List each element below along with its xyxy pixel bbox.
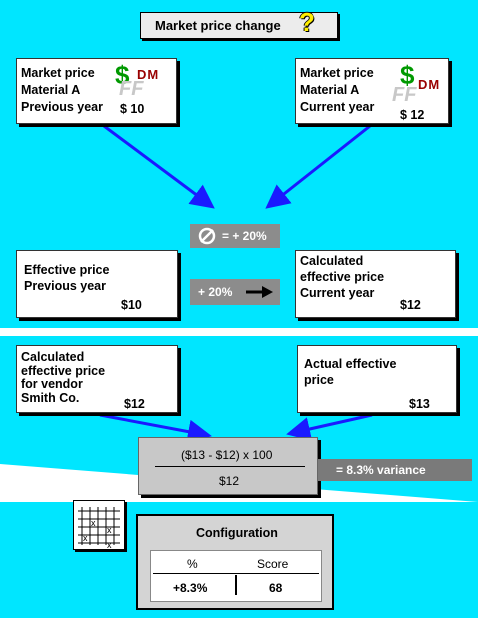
right-arrow-icon bbox=[246, 286, 273, 298]
dm-icon: DM bbox=[418, 77, 441, 92]
value-score: 68 bbox=[269, 581, 283, 595]
grid-icon: xx xx bbox=[78, 507, 120, 550]
formula-fraction-line bbox=[155, 466, 305, 467]
vendor-value: $12 bbox=[124, 397, 145, 411]
effective-prev-text: Effective price Previous year bbox=[24, 263, 110, 293]
configuration-panel: Configuration % Score +8.3% 68 bbox=[136, 514, 334, 610]
effective-price-previous-card: Effective price Previous year $10 bbox=[16, 250, 178, 318]
dollar-icon: $ bbox=[400, 60, 415, 90]
prev-line3: Previous year bbox=[21, 100, 103, 114]
average-change-box: = + 20% bbox=[190, 224, 280, 248]
configuration-table: % Score +8.3% 68 bbox=[150, 550, 322, 602]
formula-box: ($13 - $12) x 100 $12 bbox=[138, 437, 318, 495]
dm-icon: DM bbox=[137, 67, 160, 82]
prev-price: $ 10 bbox=[120, 102, 145, 116]
arrow-prev-to-change bbox=[103, 124, 215, 209]
question-mark-icon: ? bbox=[299, 7, 315, 37]
configuration-title: Configuration bbox=[196, 526, 278, 540]
prev-line2: Material A bbox=[21, 83, 81, 97]
average-diameter-icon bbox=[198, 227, 216, 245]
svg-text:x: x bbox=[91, 518, 96, 528]
value-percent: +8.3% bbox=[173, 581, 208, 595]
market-price-current-card: Market price Material A Current year $ D… bbox=[295, 58, 449, 124]
arrow-vendor-to-formula bbox=[99, 413, 212, 444]
curr-line3: Current year bbox=[300, 100, 375, 114]
variance-value: = 8.3% variance bbox=[336, 463, 426, 477]
dollar-icon: $ bbox=[115, 60, 130, 90]
header-percent: % bbox=[187, 557, 198, 571]
actual-text: Actual effective price bbox=[304, 357, 397, 387]
variance-box: = 8.3% variance bbox=[318, 459, 472, 481]
ff-icon: FF bbox=[392, 84, 417, 106]
arrow-actual-to-formula bbox=[286, 413, 373, 441]
column-divider bbox=[235, 575, 237, 595]
actual-value: $13 bbox=[409, 397, 430, 411]
actual-price-card: Actual effective price $13 bbox=[297, 345, 457, 413]
svg-text:x: x bbox=[107, 525, 112, 535]
calculated-curr-text: Calculated effective price Current year bbox=[300, 254, 385, 300]
svg-text:x: x bbox=[83, 533, 88, 543]
market-price-previous-card: Market price Material A Previous year $ … bbox=[16, 58, 177, 124]
calculated-curr-value: $12 bbox=[400, 298, 421, 312]
formula-numerator: ($13 - $12) x 100 bbox=[181, 448, 273, 462]
formula-denominator: $12 bbox=[219, 474, 240, 488]
prev-line1: Market price bbox=[21, 66, 95, 80]
header-score: Score bbox=[257, 557, 289, 571]
change-arrow-box: + 20% bbox=[190, 279, 280, 305]
curr-line1: Market price bbox=[300, 66, 374, 80]
header-divider bbox=[153, 573, 319, 574]
curr-line2: Material A bbox=[300, 83, 360, 97]
vendor-text: Calculated effective price for vendor Sm… bbox=[21, 350, 106, 405]
effective-prev-value: $10 bbox=[121, 298, 142, 312]
calculated-price-current-card: Calculated effective price Current year … bbox=[295, 250, 456, 318]
curr-price: $ 12 bbox=[400, 108, 425, 122]
page-title: Market price change bbox=[155, 18, 281, 33]
ff-icon: FF bbox=[119, 78, 144, 100]
vendor-price-card: Calculated effective price for vendor Sm… bbox=[16, 345, 178, 413]
average-change-value: = + 20% bbox=[222, 229, 267, 243]
svg-text:x: x bbox=[107, 540, 112, 549]
arrow-curr-to-change bbox=[265, 124, 371, 209]
title-box: Market price change ? bbox=[140, 7, 338, 39]
change-arrow-label: + 20% bbox=[198, 285, 233, 299]
